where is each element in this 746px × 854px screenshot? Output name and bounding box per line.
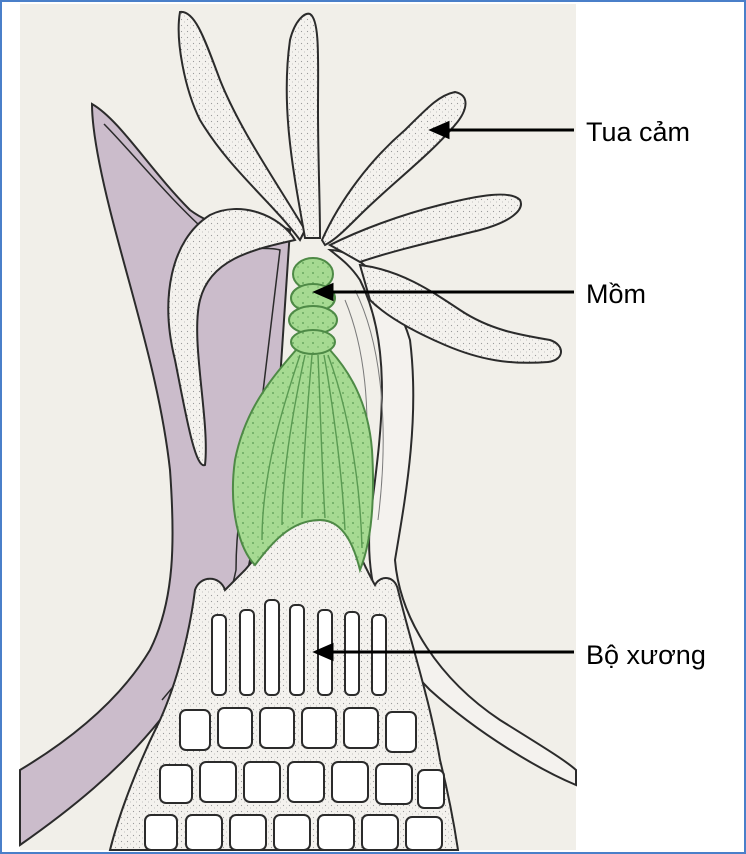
- label-tentacle: Tua cảm: [586, 117, 690, 148]
- label-mouth: Mồm: [586, 279, 646, 310]
- label-skeleton: Bộ xương: [586, 640, 706, 671]
- mouth-rings: [289, 258, 337, 354]
